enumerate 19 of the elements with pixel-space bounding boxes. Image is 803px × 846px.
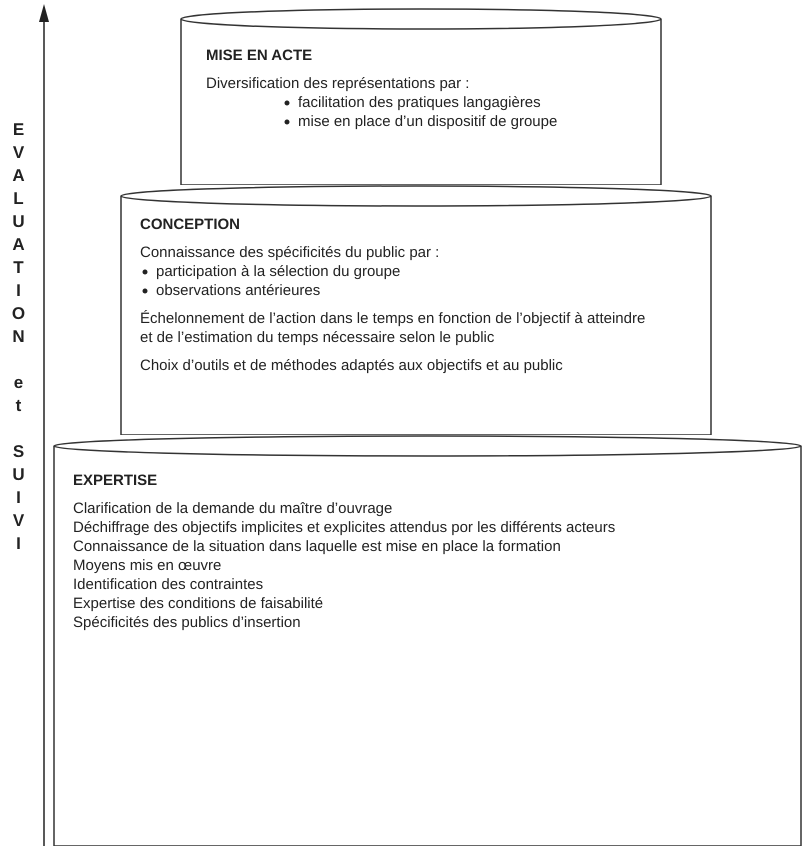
- bullet-item: facilitation des pratiques langagières: [298, 94, 541, 111]
- section-heading: CONCEPTION: [140, 215, 240, 234]
- vertical-label: EVALUATION et SUIVI: [8, 120, 28, 557]
- description-text: Spécificités des publics d’insertion: [73, 613, 302, 632]
- section-heading: MISE EN ACTE: [206, 46, 312, 65]
- section-heading: EXPERTISE: [73, 471, 158, 490]
- description-text: Diversification des représentations par :: [206, 74, 470, 93]
- description-text: Connaissance de la situation dans laquelle est mise en place la formation: [73, 537, 562, 556]
- description-text: Clarification de la demande du maître d’ouvrage: [73, 499, 394, 518]
- description-text: Échelonnement de l’action dans le temps en fonction de l’objectif à atteindre et de l’estimation du temps nécessaire selon le public: [140, 309, 646, 347]
- bullet-item: observations antérieures: [156, 282, 320, 299]
- description-text: Moyens mis en œuvre: [73, 556, 222, 575]
- description-text: Choix d’outils et de méthodes adaptés aux objectifs et au public: [140, 356, 564, 375]
- bullet-item: mise en place d’un dispositif de groupe: [298, 113, 558, 130]
- description-text: Expertise des conditions de faisabilité: [73, 594, 324, 613]
- description-text: Connaissance des spécificités du public par :: [140, 243, 440, 262]
- description-text: Identification des contraintes: [73, 575, 264, 594]
- description-text: Déchiffrage des objectifs implicites et explicites attendus por les différents acteurs: [73, 518, 616, 537]
- bullet-item: participation à la sélection du groupe: [156, 263, 400, 280]
